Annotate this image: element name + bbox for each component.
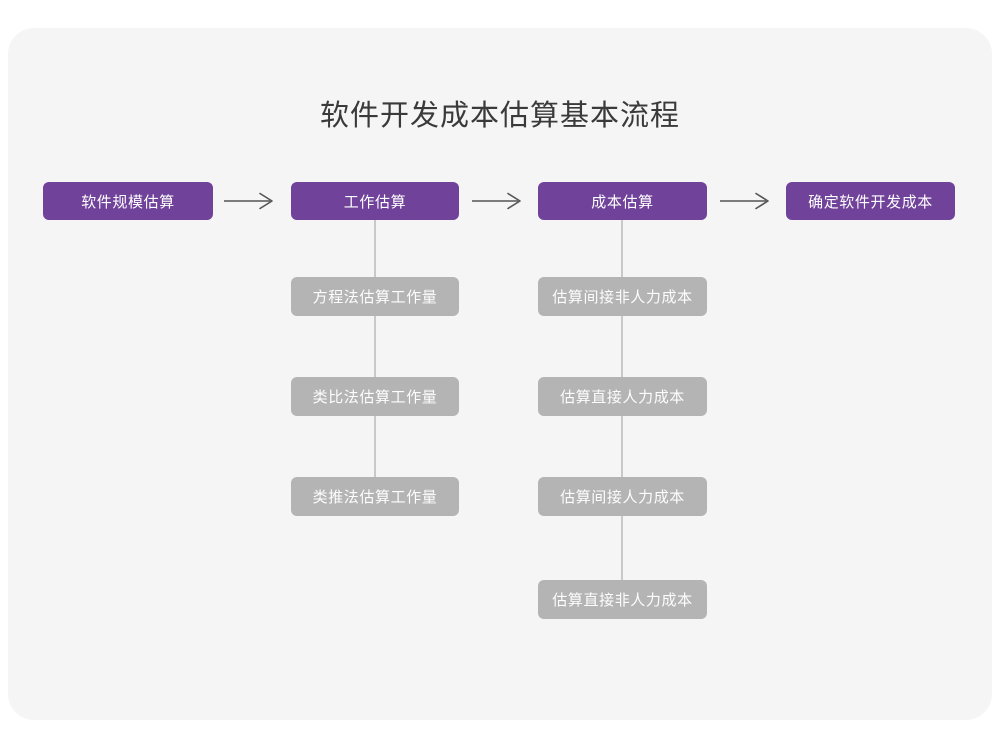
connector-line-stage-2: [374, 220, 376, 510]
stage-node-4[interactable]: 确定软件开发成本: [786, 182, 955, 220]
substep-node-stage3-3[interactable]: 估算间接人力成本: [538, 477, 707, 516]
substep-node-stage2-2[interactable]: 类比法估算工作量: [291, 377, 459, 416]
substep-node-stage3-4[interactable]: 估算直接非人力成本: [538, 580, 707, 619]
substep-node-stage3-1[interactable]: 估算间接非人力成本: [538, 277, 707, 316]
page-title: 软件开发成本估算基本流程: [319, 100, 680, 132]
substep-node-stage3-2[interactable]: 估算直接人力成本: [538, 377, 707, 416]
stage-node-1[interactable]: 软件规模估算: [43, 182, 213, 220]
stage-node-2[interactable]: 工作估算: [291, 182, 459, 220]
arrow-right-icon-3: [718, 189, 774, 213]
substep-node-stage2-1[interactable]: 方程法估算工作量: [291, 277, 459, 316]
connector-line-stage-3: [621, 220, 623, 613]
diagram-card: [8, 28, 992, 720]
arrow-right-icon-2: [470, 189, 526, 213]
stage-node-3[interactable]: 成本估算: [538, 182, 707, 220]
substep-node-stage2-3[interactable]: 类推法估算工作量: [291, 477, 459, 516]
arrow-right-icon-1: [222, 189, 278, 213]
